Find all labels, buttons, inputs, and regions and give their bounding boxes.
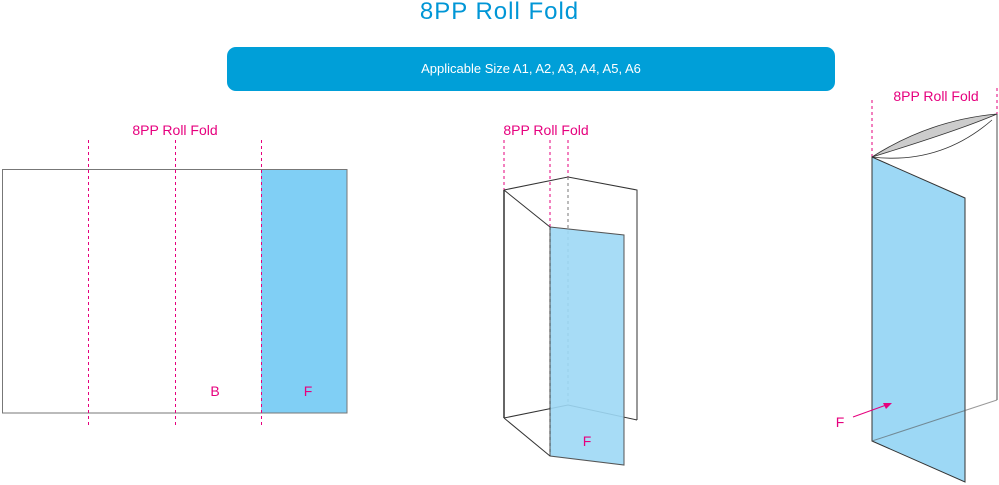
fold-label: 8PP Roll Fold [503, 122, 588, 138]
flat-sheet: 8PP Roll Fold B F [2, 122, 348, 426]
fold-lines [871, 88, 998, 157]
folded-brochure: 8PP Roll Fold F [836, 88, 998, 483]
panel-f-label: F [583, 433, 592, 449]
arrow-icon [852, 403, 890, 418]
fold-lines [503, 140, 569, 227]
panel-f-label: F [304, 383, 313, 399]
panel-b-label: B [210, 383, 219, 399]
sheet-outline [2, 169, 348, 414]
fold-lines [88, 140, 262, 426]
page-title: 8PP Roll Fold [419, 0, 580, 25]
front-panel [549, 226, 625, 466]
partial-fold: 8PP Roll Fold F [503, 122, 638, 466]
front-panel [871, 156, 966, 483]
panel-f-label: F [836, 414, 845, 430]
fold-label: 8PP Roll Fold [893, 88, 978, 104]
fold-label: 8PP Roll Fold [132, 122, 217, 138]
size-banner: Applicable Size A1, A2, A3, A4, A5, A6 [227, 47, 835, 91]
front-panel [261, 169, 347, 413]
back-panel [503, 176, 638, 420]
